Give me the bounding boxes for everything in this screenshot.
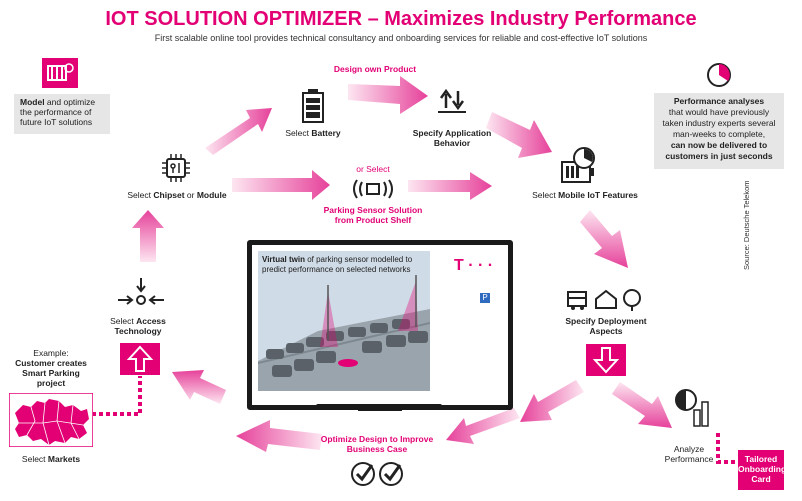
analyze-label: Analyze Performance bbox=[664, 444, 714, 464]
arrow-markets-access bbox=[172, 370, 226, 404]
truck-icon bbox=[567, 291, 587, 310]
monitor-stand bbox=[316, 404, 442, 408]
example-label: Example:Customer creates Smart Parking p… bbox=[15, 348, 87, 388]
specify-app-label: Specify Application Behavior bbox=[412, 128, 492, 148]
down-arrow-icon bbox=[592, 347, 620, 374]
parking-sign: P bbox=[480, 293, 490, 303]
virtual-twin-scene bbox=[257, 251, 431, 391]
chart-config-icon bbox=[47, 63, 74, 81]
deployment-label: Specify Deployment Aspects bbox=[565, 316, 647, 336]
house-icon bbox=[595, 289, 617, 309]
up-arrow-icon bbox=[126, 345, 154, 372]
arrow-mobile-deployment bbox=[580, 210, 628, 268]
arrow-chipset-battery bbox=[205, 108, 272, 155]
analyze-icon bbox=[675, 389, 709, 427]
arrow-battery-specify bbox=[348, 76, 428, 114]
checkmark-icons bbox=[351, 462, 403, 486]
tailored-card: Tailored Onboarding Card bbox=[738, 450, 786, 490]
chipset-label: Select Chipset or Module bbox=[127, 190, 227, 200]
virtual-twin-caption: Virtual twin of parking sensor modelled … bbox=[262, 255, 413, 274]
optimize-label: Optimize Design to Improve Business Case bbox=[320, 434, 434, 454]
markets-label: Select Markets bbox=[21, 454, 81, 464]
battery-label: Select Battery bbox=[285, 128, 341, 138]
design-own-label: Design own Product bbox=[333, 64, 417, 74]
europe-map bbox=[9, 393, 93, 447]
battery-clock-icon bbox=[561, 147, 595, 183]
model-bold: Model bbox=[20, 97, 45, 107]
battery-icon bbox=[302, 89, 324, 123]
clock-icon bbox=[707, 63, 731, 87]
arrow-deployment-analyze bbox=[612, 382, 672, 428]
model-text: and optimize the performance of future I… bbox=[20, 97, 96, 127]
monitor-neck bbox=[358, 405, 402, 411]
perf-line3: can now be delivered to customers in jus… bbox=[665, 140, 773, 161]
chip-icon bbox=[162, 154, 190, 182]
deployment-icons bbox=[567, 289, 641, 311]
page-title: IOT SOLUTION OPTIMIZER – Maximizes Indus… bbox=[105, 8, 697, 30]
arrow-to-optimize bbox=[446, 408, 520, 444]
parking-scene bbox=[257, 251, 431, 391]
upload-box bbox=[120, 343, 160, 375]
source-label: Source: Deutsche Telekom bbox=[742, 180, 751, 271]
mobile-features-label: Select Mobile IoT Features bbox=[532, 190, 638, 200]
download-box bbox=[586, 344, 626, 376]
model-icon bbox=[42, 58, 78, 88]
telekom-logo: T · · · bbox=[454, 257, 494, 274]
check-icon bbox=[379, 462, 403, 486]
performance-box: Performance analyses that would have pre… bbox=[654, 93, 784, 169]
arrow-optimize-markets bbox=[236, 420, 322, 452]
arrow-chipset-parking bbox=[232, 170, 330, 200]
parking-sensor-label: Parking Sensor Solution from Product She… bbox=[323, 205, 423, 225]
tree-icon bbox=[623, 289, 641, 311]
arrow-access-chipset bbox=[132, 210, 164, 262]
monitor: Virtual twin of parking sensor modelled … bbox=[247, 240, 513, 410]
or-select-label: or Select bbox=[356, 164, 390, 174]
perf-line1: Performance analyses bbox=[673, 96, 765, 106]
model-box: Model and optimize the performance of fu… bbox=[14, 94, 110, 134]
check-icon bbox=[351, 462, 375, 486]
page-subtitle: First scalable online tool provides tech… bbox=[154, 33, 648, 43]
sensor-icon bbox=[353, 179, 393, 199]
arrow-analyze-optimize bbox=[520, 380, 584, 422]
access-technology-icon bbox=[118, 278, 164, 305]
up-down-arrows-icon bbox=[438, 88, 466, 113]
perf-line2: that would have previously taken industr… bbox=[662, 107, 776, 139]
arrow-parking-mobile bbox=[408, 172, 492, 200]
arrow-specify-mobile bbox=[486, 112, 552, 158]
